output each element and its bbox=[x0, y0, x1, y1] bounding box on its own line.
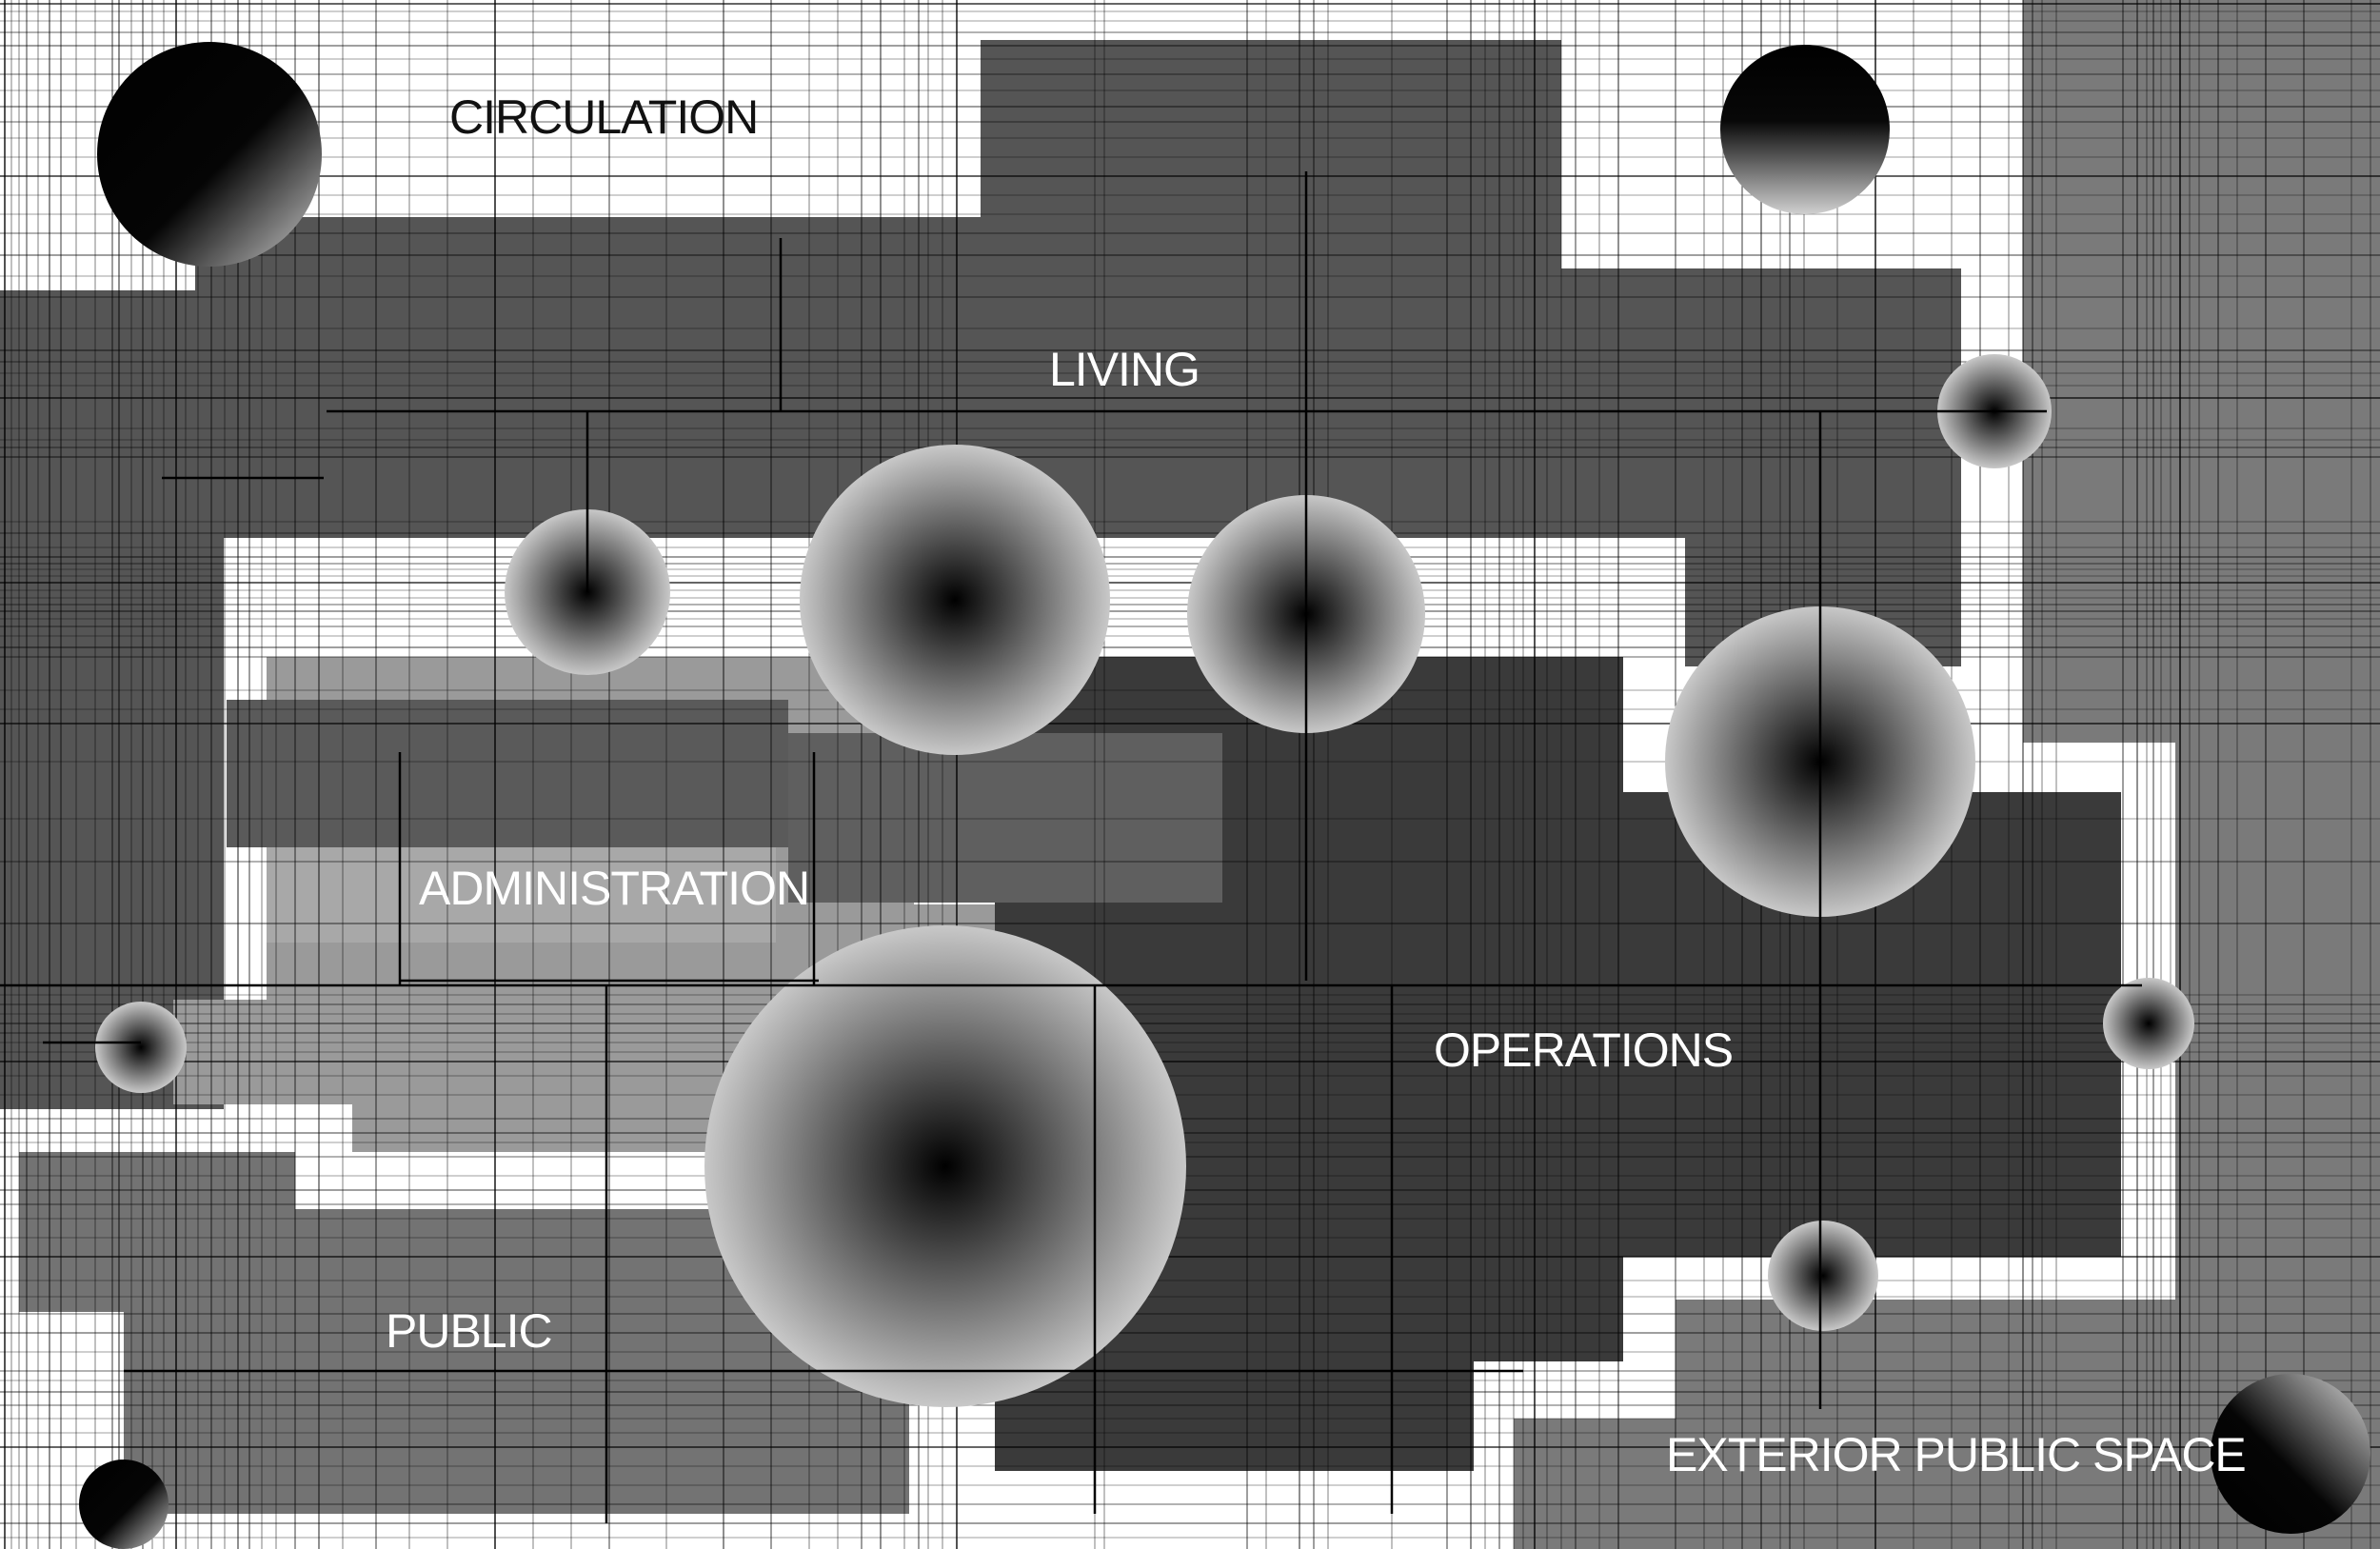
connectors bbox=[0, 171, 2142, 1523]
label-circulation: CIRCULATION bbox=[449, 90, 758, 144]
circles bbox=[79, 42, 2370, 1549]
zone-administration-inner bbox=[267, 847, 776, 943]
label-living: LIVING bbox=[1049, 343, 1200, 396]
zone-administration-overlap-2 bbox=[788, 733, 1222, 903]
circle-center-1 bbox=[800, 445, 1110, 755]
circle-right-mid bbox=[2103, 978, 2194, 1069]
label-public: PUBLIC bbox=[386, 1304, 552, 1358]
circle-left-small bbox=[95, 1002, 187, 1093]
label-administration: ADMINISTRATION bbox=[419, 862, 809, 915]
label-operations: OPERATIONS bbox=[1434, 1023, 1733, 1077]
circle-central-large bbox=[704, 925, 1186, 1407]
zone-exterior-public-space bbox=[1514, 0, 2380, 1549]
circle-bottom-right-small bbox=[1768, 1221, 1878, 1331]
circle-bottom-right bbox=[2211, 1374, 2370, 1534]
circle-top-right bbox=[1720, 45, 1890, 214]
zone-administration-overlap bbox=[227, 700, 788, 847]
circle-top-left bbox=[97, 42, 322, 267]
label-exterior-public-space: EXTERIOR PUBLIC SPACE bbox=[1666, 1428, 2246, 1481]
labels: CIRCULATION LIVING ADMINISTRATION OPERAT… bbox=[386, 90, 2247, 1481]
circle-bottom-left bbox=[79, 1460, 169, 1549]
